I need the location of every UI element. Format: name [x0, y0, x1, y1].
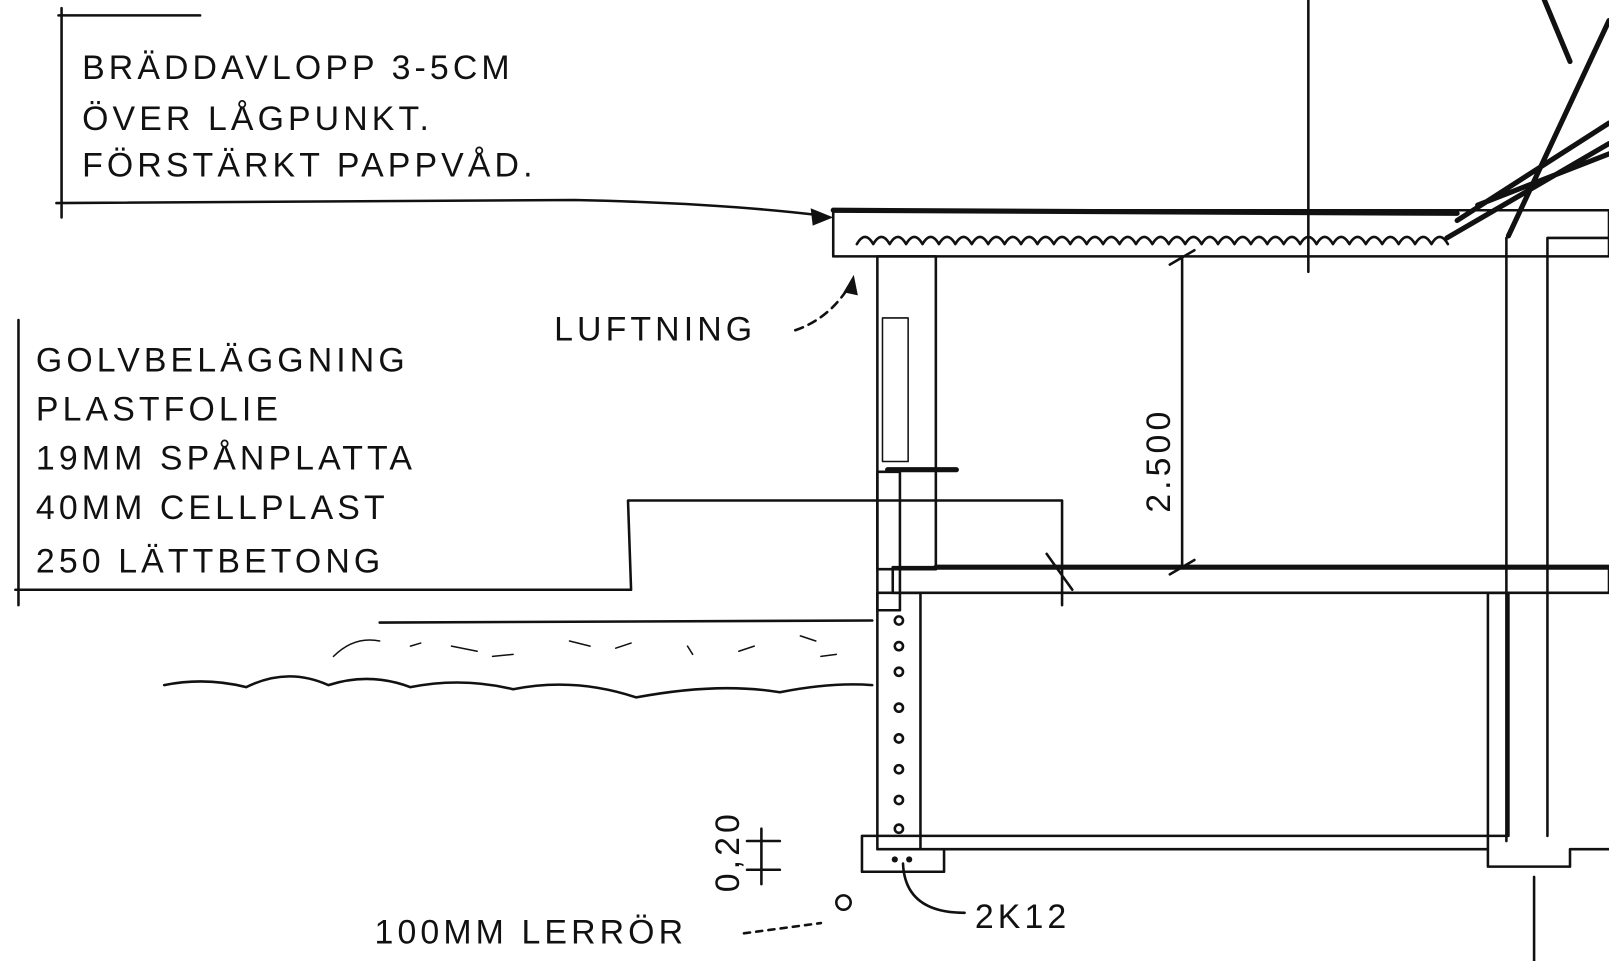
- height-dimension: 2.500: [1140, 248, 1196, 576]
- arrow-head-icon: [843, 274, 858, 296]
- floor-slab: [891, 564, 1609, 595]
- layer-4: 40MM CELLPLAST: [36, 489, 389, 527]
- layer-1: GOLVBELÄGGNING: [36, 341, 409, 379]
- outer-wall: [876, 255, 959, 851]
- note-line-2: ÖVER LÅGPUNKT.: [82, 100, 433, 138]
- foundation-wall-pipes: [893, 615, 905, 835]
- layer-3: 19MM SPÅNPLATTA: [36, 440, 416, 478]
- pipe-icon: [835, 894, 852, 912]
- height-label: 2.500: [1140, 408, 1178, 513]
- note-line-1: BRÄDDAVLOPP 3-5CM: [82, 49, 514, 87]
- interior-wall: [1505, 236, 1609, 961]
- arrow-head-icon: [810, 208, 834, 226]
- footing-dim-label: 0,20: [709, 810, 747, 892]
- ventilation-note: LUFTNING: [554, 274, 858, 349]
- footing-dimension: 0,20: [709, 810, 782, 892]
- roof: [830, 0, 1609, 274]
- ventilation-label: LUFTNING: [554, 311, 756, 349]
- layer-5: 250 LÄTTBETONG: [36, 542, 384, 580]
- drain-pipe-note: 100MM LERRÖR: [375, 894, 852, 952]
- drain-pipe-label: 100MM LERRÖR: [375, 914, 688, 952]
- note-line-3: FÖRSTÄRKT PAPPVÅD.: [82, 146, 536, 184]
- overflow-note: BRÄDDAVLOPP 3-5CM ÖVER LÅGPUNKT. FÖRSTÄR…: [55, 6, 834, 226]
- basement-floor: [860, 591, 1609, 874]
- layer-2: PLASTFOLIE: [36, 391, 282, 429]
- floor-layers-note: GOLVBELÄGGNING PLASTFOLIE 19MM SPÅNPLATT…: [14, 318, 1074, 607]
- ground-line: [162, 619, 874, 699]
- rebar-note: 2K12: [891, 856, 1070, 936]
- rebar-label: 2K12: [975, 898, 1070, 936]
